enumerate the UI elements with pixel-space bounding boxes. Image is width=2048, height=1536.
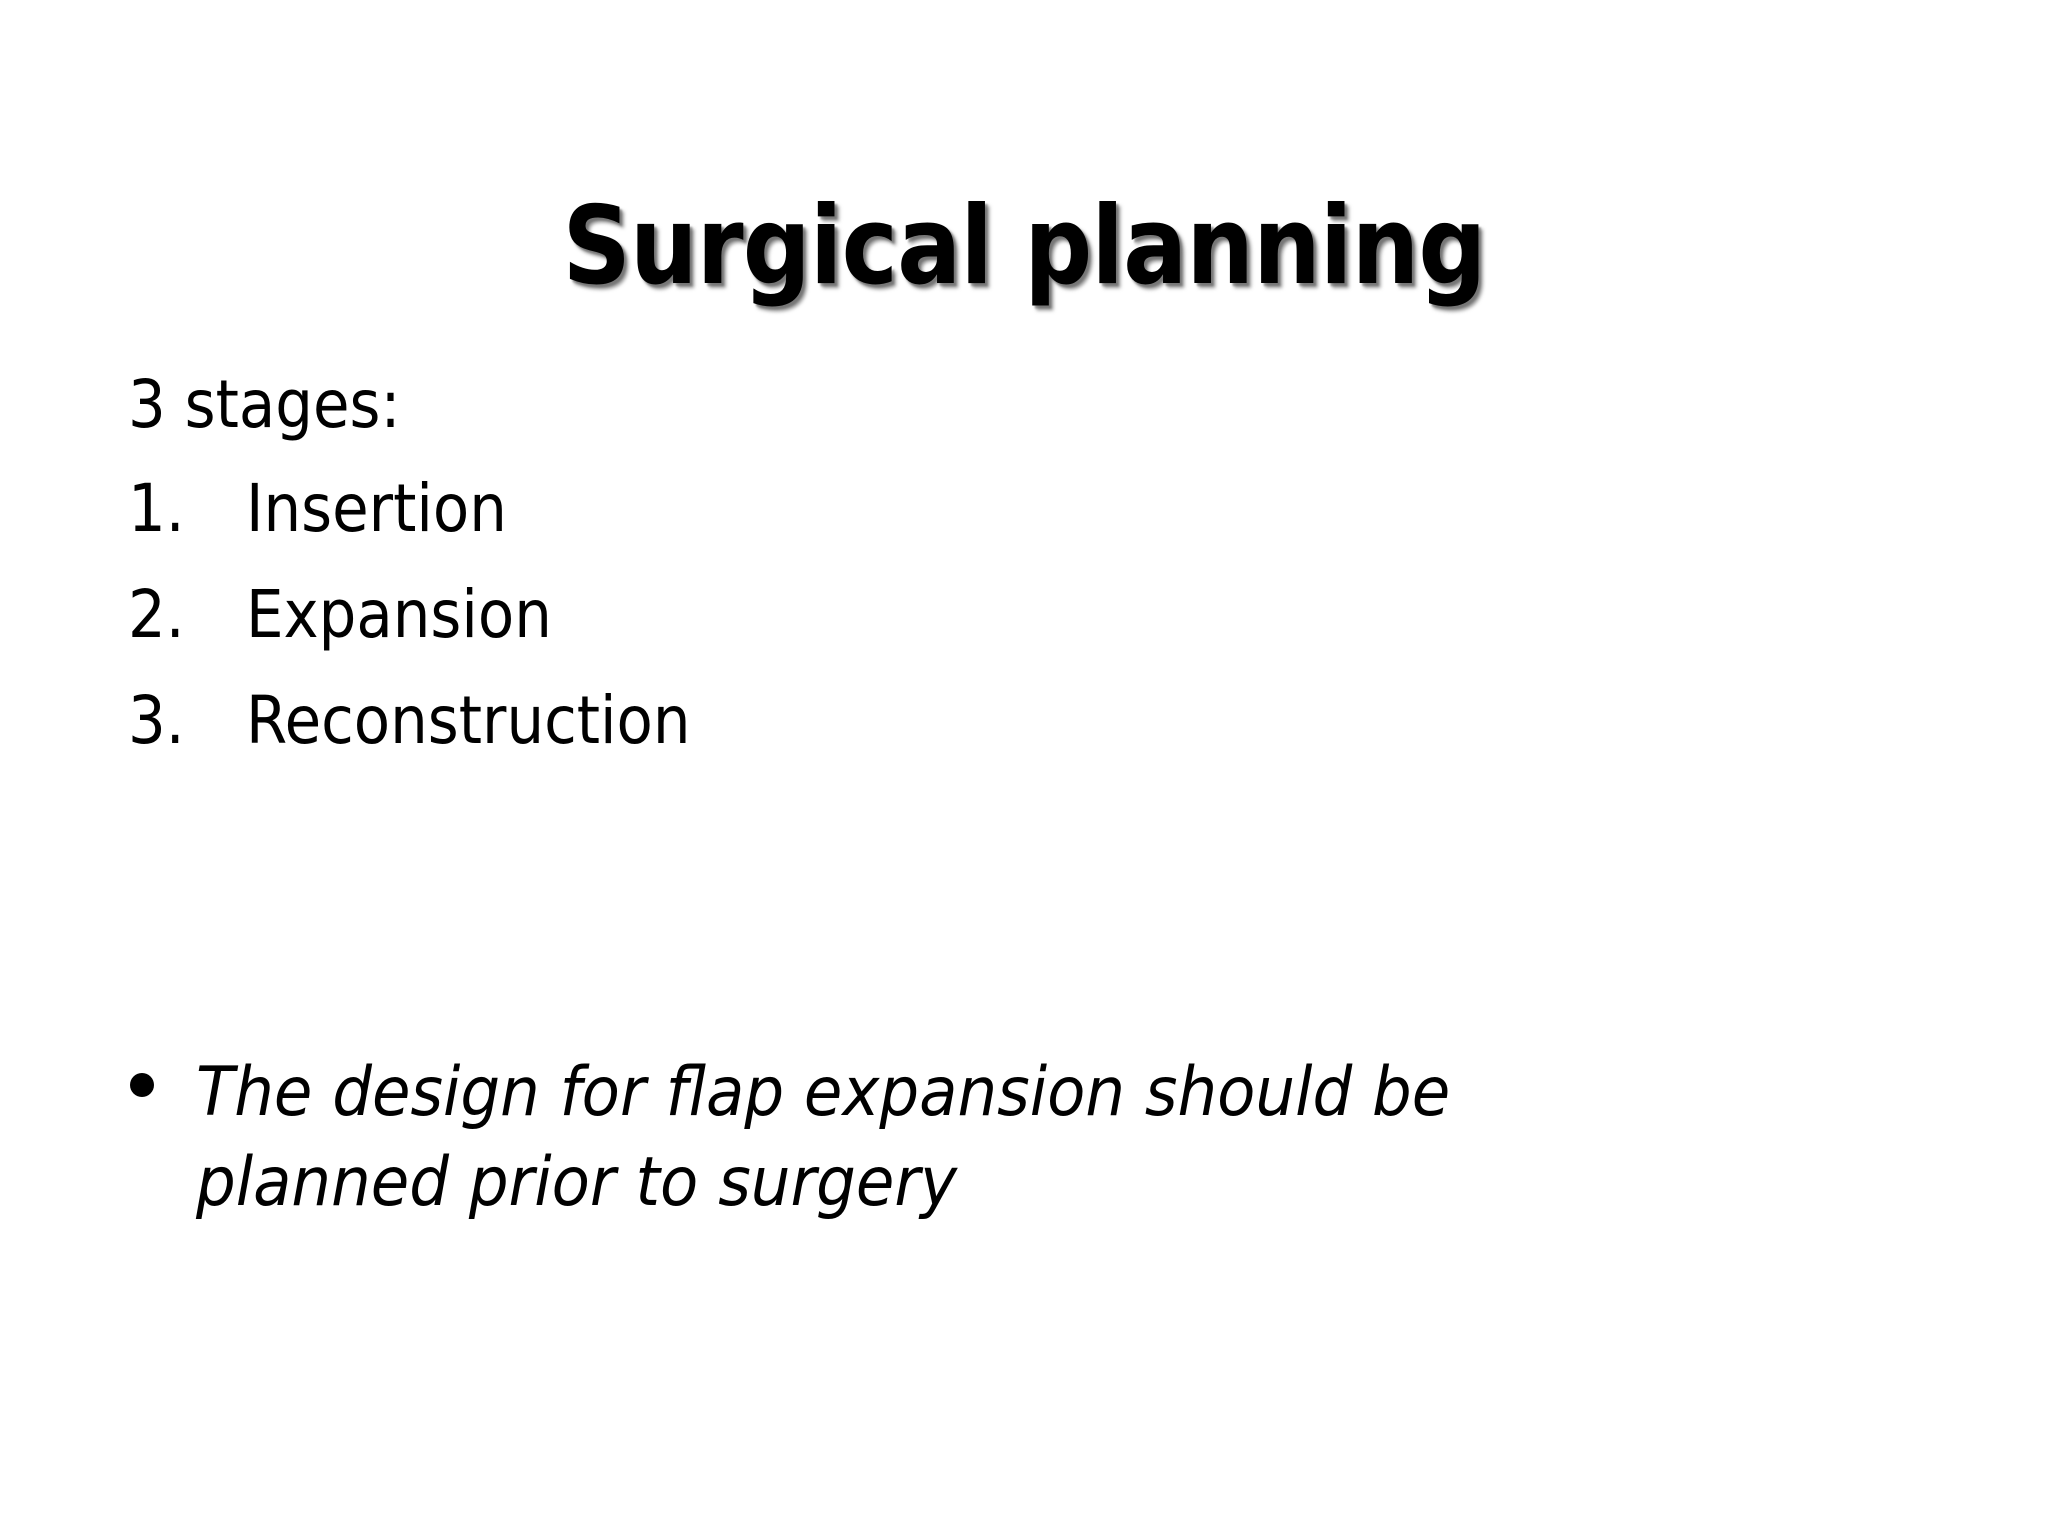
page-title: Surgical planning xyxy=(562,184,1486,310)
list-item: 1. Insertion xyxy=(128,476,1918,542)
list-item: 2. Expansion xyxy=(128,582,1918,648)
list-item-marker: 2. xyxy=(128,576,185,653)
list-item-label: Expansion xyxy=(246,576,552,653)
note-bullet-block: The design for flap expansion should be … xyxy=(128,1048,1848,1229)
list-item-marker: 1. xyxy=(128,470,185,547)
list-item-marker: 3. xyxy=(128,682,185,759)
list-item: The design for flap expansion should be … xyxy=(128,1048,1848,1229)
bullet-point-icon xyxy=(128,1048,196,1110)
list-item: 3. Reconstruction xyxy=(128,688,1918,754)
list-item-label: Insertion xyxy=(246,470,507,547)
note-bullet-text: The design for flap expansion should be … xyxy=(196,1053,1451,1223)
list-item-label: Reconstruction xyxy=(246,682,691,759)
slide-body-content: 3 stages: 1. Insertion 2. Expansion 3. R… xyxy=(128,372,1918,754)
stages-lead-line: 3 stages: xyxy=(128,366,401,443)
